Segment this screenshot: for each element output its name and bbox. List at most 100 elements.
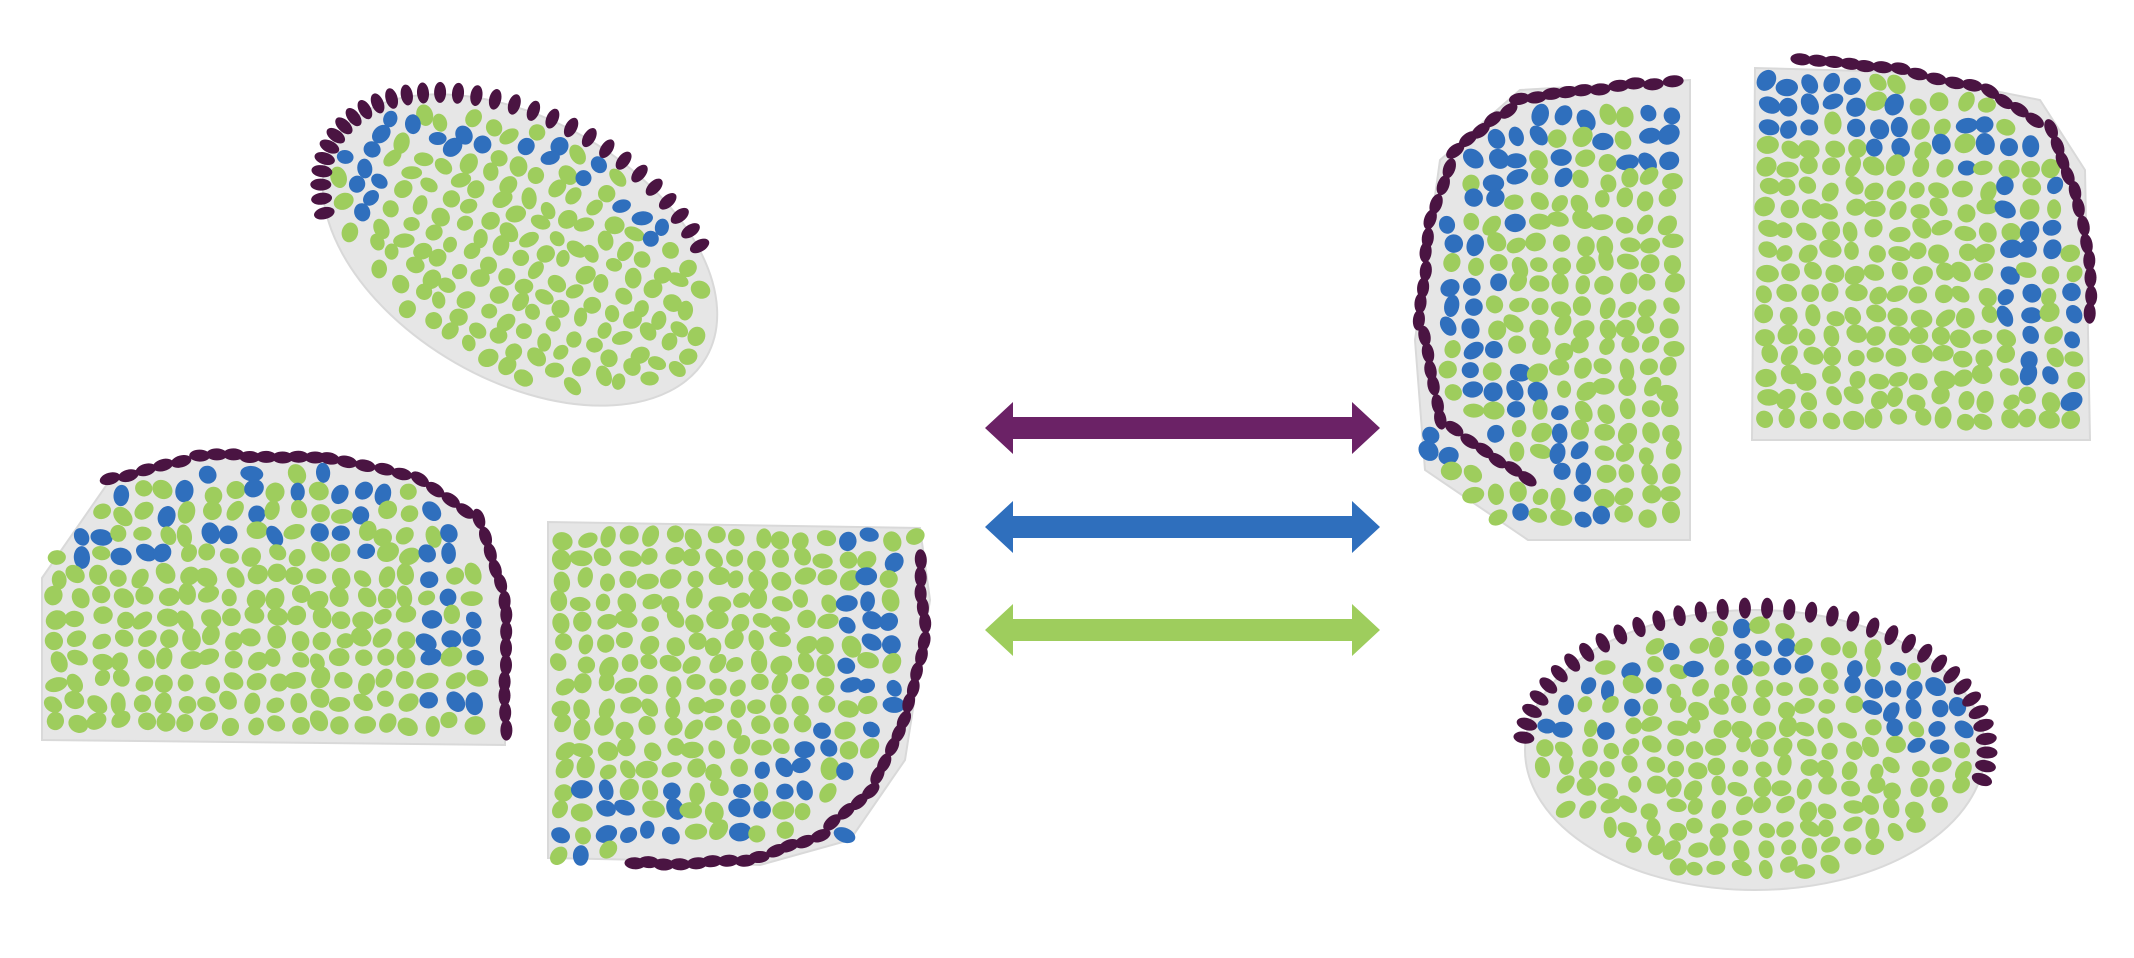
middle-cell — [266, 525, 284, 547]
middle-cell — [728, 798, 751, 818]
inner-cell — [1530, 192, 1549, 210]
inner-cell — [1756, 156, 1777, 177]
inner-cell — [1868, 373, 1890, 390]
middle-cell — [1906, 681, 1923, 700]
inner-cell — [416, 104, 434, 126]
inner-cell — [1570, 419, 1589, 440]
middle-cell — [1683, 660, 1704, 678]
inner-cell — [133, 526, 152, 541]
middle-cell — [796, 780, 813, 801]
outer-cell — [223, 448, 245, 461]
middle-cell — [1907, 737, 1926, 753]
middle-cell — [836, 762, 854, 781]
inner-cell — [202, 625, 220, 646]
inner-cell — [1463, 464, 1483, 483]
inner-cell — [817, 569, 838, 586]
inner-cell — [1845, 176, 1864, 195]
inner-cell — [1756, 410, 1774, 429]
inner-cell — [1646, 817, 1661, 837]
inner-cell — [45, 610, 67, 630]
inner-cell — [1640, 237, 1661, 254]
outer-cell — [441, 492, 460, 508]
middle-cell — [1800, 93, 1819, 115]
inner-cell — [1665, 439, 1682, 460]
section-right-bottom-oval — [1513, 597, 1998, 891]
middle-cell — [661, 826, 680, 845]
inner-cell — [659, 654, 682, 672]
inner-cell — [1617, 301, 1637, 318]
inner-cell — [662, 242, 679, 259]
outer-cell — [425, 481, 445, 498]
middle-cell — [440, 524, 458, 543]
inner-cell — [554, 784, 573, 802]
inner-cell — [1756, 721, 1777, 740]
outer-cell — [170, 454, 192, 468]
inner-cell — [733, 735, 751, 755]
inner-cell — [1777, 701, 1796, 720]
middle-cell — [310, 523, 329, 542]
inner-cell — [354, 716, 377, 734]
outer-cell — [1871, 61, 1893, 74]
inner-cell — [1929, 197, 1948, 217]
outer-cell — [1550, 665, 1568, 683]
outer-cell — [1761, 597, 1774, 619]
inner-cell — [1657, 215, 1677, 236]
inner-cell — [708, 740, 726, 759]
inner-cell — [395, 527, 414, 545]
inner-cell — [2041, 392, 2061, 414]
inner-cell — [666, 676, 682, 699]
inner-cell — [466, 669, 489, 687]
inner-cell — [615, 287, 633, 305]
inner-cell — [1932, 757, 1952, 773]
middle-cell — [1506, 379, 1524, 401]
inner-cell — [460, 591, 483, 607]
inner-cell — [463, 242, 481, 260]
inner-cell — [797, 652, 815, 673]
middle-cell — [882, 696, 905, 713]
middle-cell — [859, 527, 879, 542]
inner-cell — [666, 637, 686, 657]
outer-cell — [1804, 601, 1818, 623]
inner-cell — [357, 587, 377, 608]
inner-cell — [131, 568, 149, 589]
inner-cell — [751, 673, 769, 691]
inner-cell — [1909, 326, 1929, 345]
inner-cell — [483, 162, 499, 181]
middle-cell — [820, 739, 838, 757]
inner-cell — [730, 758, 748, 777]
outer-cell — [914, 566, 927, 588]
middle-cell — [861, 633, 882, 651]
inner-cell — [1778, 408, 1795, 429]
inner-cell — [490, 150, 508, 167]
outer-cell — [1517, 471, 1537, 487]
inner-cell — [412, 195, 428, 215]
outer-cell — [885, 736, 900, 757]
inner-cell — [1928, 244, 1949, 264]
inner-cell — [182, 627, 201, 651]
middle-cell — [1658, 124, 1680, 145]
middle-cell — [833, 827, 856, 844]
inner-cell — [176, 610, 194, 632]
inner-cell — [1976, 198, 1999, 215]
inner-cell — [1597, 404, 1615, 425]
inner-cell — [1663, 340, 1685, 357]
middle-cell — [1486, 188, 1505, 207]
inner-cell — [117, 611, 135, 630]
outer-cell — [1632, 616, 1646, 638]
middle-cell — [1844, 675, 1861, 694]
inner-cell — [432, 113, 448, 132]
inner-cell — [817, 613, 839, 630]
inner-cell — [651, 310, 667, 330]
middle-cell — [442, 137, 463, 157]
inner-cell — [370, 233, 385, 251]
inner-cell — [731, 613, 750, 633]
inner-cell — [1550, 487, 1566, 511]
middle-cell — [1891, 137, 1910, 158]
inner-cell — [597, 613, 618, 630]
inner-cell — [751, 715, 771, 734]
middle-cell — [331, 525, 350, 541]
inner-cell — [1863, 264, 1885, 281]
middle-cell — [1862, 700, 1883, 715]
outer-cell — [1471, 122, 1490, 139]
middle-cell — [422, 501, 442, 522]
